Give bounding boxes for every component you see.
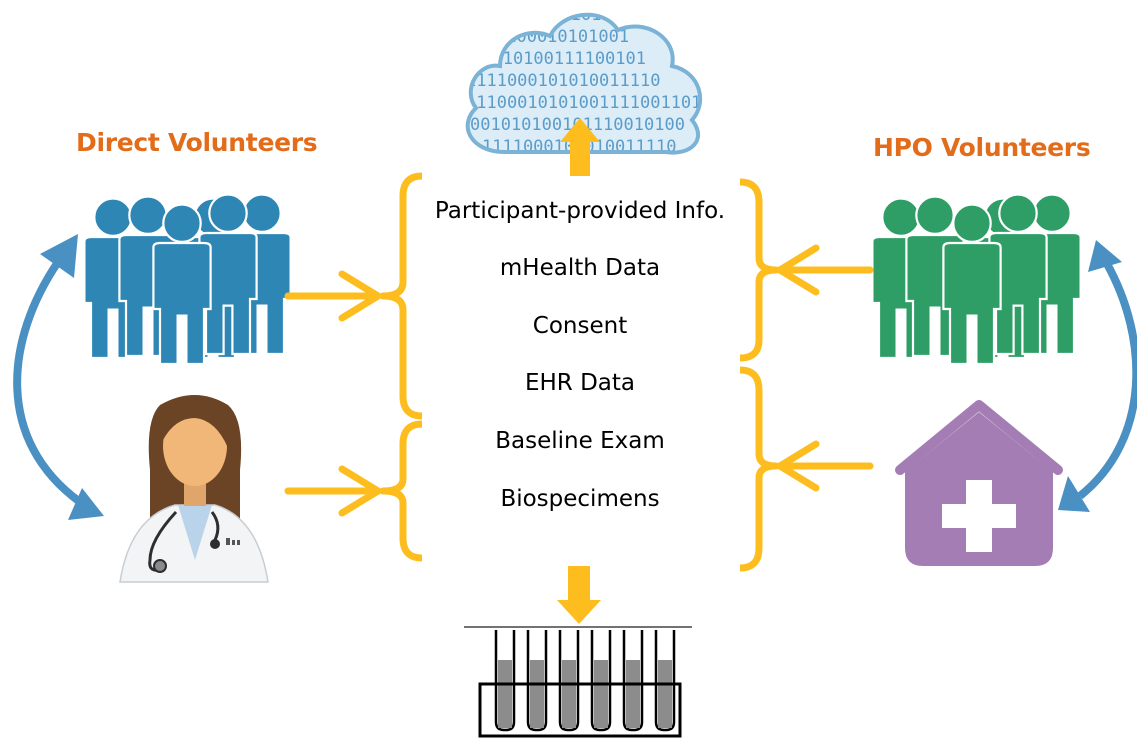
arrow-clinic-to-data	[776, 440, 874, 492]
right-bracket-bottom	[739, 366, 780, 572]
people-group-icon	[83, 193, 292, 366]
hospital-house-icon	[895, 400, 1063, 566]
right-bracket-top	[739, 178, 780, 362]
data-item-consent: Consent	[532, 313, 628, 339]
cloud-binary-row: 11100010101001111001101	[466, 93, 701, 113]
cloud-binary-row: 01010100111100101	[472, 49, 646, 69]
data-item-biospecimens: Biospecimens	[500, 486, 660, 512]
cloud-binary-row: 10010110	[540, 5, 622, 25]
data-item-baseline-exam: Baseline Exam	[495, 428, 665, 454]
test-tube-sample	[562, 660, 576, 728]
test-tube-sample	[626, 660, 640, 728]
arrow-doctor-to-data	[284, 465, 382, 517]
test-tube-rack-icon	[464, 626, 692, 738]
left-bracket-top	[379, 172, 423, 420]
test-tube-sample	[594, 660, 608, 728]
arrow-direct-to-data	[284, 270, 382, 322]
down-arrow-icon	[557, 566, 601, 624]
test-tube-sample	[498, 660, 512, 728]
test-tube-sample	[658, 660, 672, 728]
cycle-arrow-right	[1058, 240, 1137, 512]
arrow-hpo-to-data	[776, 244, 874, 296]
cloud-binary-row: 1111000101010011110	[466, 71, 660, 91]
direct-volunteers-label: Direct Volunteers	[76, 128, 318, 157]
cycle-arrow-left	[13, 234, 104, 520]
test-tube-sample	[530, 660, 544, 728]
data-item-ehr: EHR Data	[524, 370, 636, 396]
data-item-mhealth: mHealth Data	[499, 255, 661, 281]
cloud-data-icon: 1001011011000101010010101010011110010111…	[465, 5, 703, 155]
left-bracket-bottom	[379, 420, 423, 562]
hpo-volunteers-label: HPO Volunteers	[873, 133, 1091, 162]
people-group-icon-hpo	[871, 193, 1082, 366]
doctor-icon	[119, 395, 269, 583]
up-arrow-icon	[560, 118, 600, 176]
data-item-participant-info: Participant-provided Info.	[434, 198, 726, 224]
